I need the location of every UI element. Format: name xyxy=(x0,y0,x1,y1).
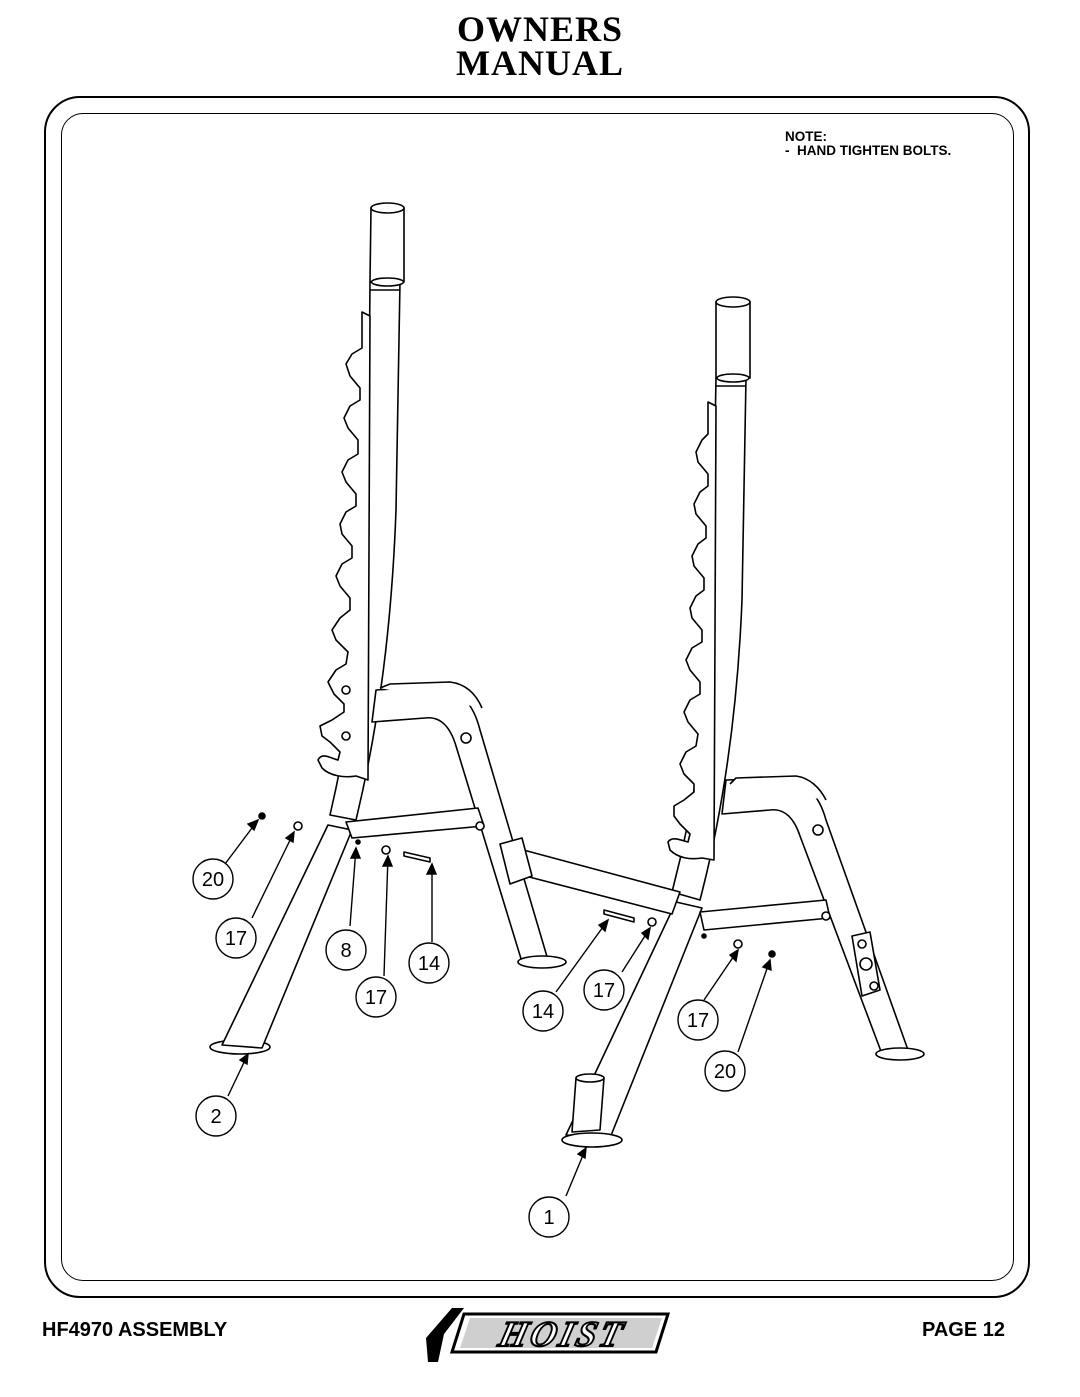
right-foot-plate xyxy=(561,1132,623,1148)
right-rear-foot-plate xyxy=(875,1047,925,1061)
callout-20-left: 20 xyxy=(202,869,224,891)
center-connecting-bar xyxy=(509,847,681,915)
right-foot-post xyxy=(571,1077,605,1133)
callout-14-right: 14 xyxy=(532,1001,554,1023)
note-heading: NOTE: xyxy=(785,129,827,144)
page-frame-inner xyxy=(61,113,1014,1281)
right-cross-brace xyxy=(699,899,831,931)
callout-8: 8 xyxy=(340,940,351,962)
svg-text:HOIST: HOIST xyxy=(494,1314,630,1354)
callout-17-right-a: 17 xyxy=(593,980,615,1002)
hoist-logo: HOIST xyxy=(426,1308,671,1362)
callout-14-left: 14 xyxy=(418,953,440,975)
manual-title-line2: MANUAL xyxy=(456,43,624,83)
footer-page-number: PAGE 12 xyxy=(922,1319,1005,1341)
assembly-note: NOTE: - HAND TIGHTEN BOLTS. xyxy=(785,130,951,158)
callout-2: 2 xyxy=(210,1106,221,1128)
callout-17-right-b: 17 xyxy=(687,1010,709,1032)
note-text: - HAND TIGHTEN BOLTS. xyxy=(785,143,952,158)
callout-17-center: 17 xyxy=(365,987,387,1009)
footer-assembly-label: HF4970 ASSEMBLY xyxy=(42,1319,228,1341)
left-cross-brace xyxy=(345,807,485,839)
page-frame-outer xyxy=(44,96,1030,1298)
right-upright-cap xyxy=(715,301,751,379)
left-upright-cap xyxy=(369,207,405,283)
right-jhook-plate xyxy=(667,401,717,861)
callout-1: 1 xyxy=(543,1207,554,1229)
left-rear-foot-plate xyxy=(517,955,567,969)
callout-17-left: 17 xyxy=(225,928,247,950)
callout-20-right: 20 xyxy=(714,1061,736,1083)
manual-title-line1: OWNERS xyxy=(456,9,624,49)
left-jhook-plate xyxy=(317,311,371,781)
